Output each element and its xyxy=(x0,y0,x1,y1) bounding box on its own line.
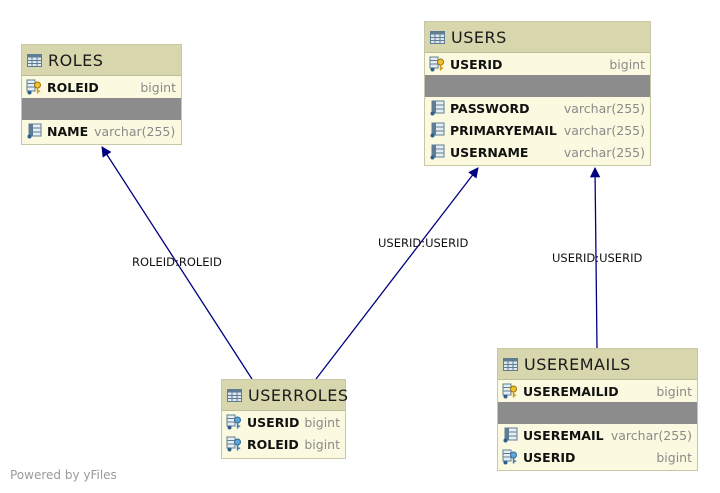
foreign-key-icon xyxy=(226,414,242,430)
column-type: bigint xyxy=(656,449,692,465)
primary-key-icon xyxy=(502,383,518,399)
column-name: USERID xyxy=(450,56,503,72)
table-icon xyxy=(430,30,445,44)
table-title: USEREMAILS xyxy=(524,354,631,374)
column-icon xyxy=(429,100,445,116)
column-name: USEREMAILID xyxy=(523,383,619,399)
column-icon xyxy=(429,144,445,160)
column-name: USERID xyxy=(247,414,300,430)
column-icon xyxy=(26,123,42,139)
column-name: USERID xyxy=(523,449,576,465)
column-row[interactable]: USEREMAILID bigint xyxy=(498,380,697,402)
column-name: NAME xyxy=(47,123,89,139)
foreign-key-icon xyxy=(502,449,518,465)
edge-useremails-users[interactable] xyxy=(589,166,601,349)
table-users[interactable]: USERS USERID bigint PASSWORD varchar(255… xyxy=(424,21,651,166)
column-name: ROLEID xyxy=(47,79,99,95)
edge-userroles-roles[interactable] xyxy=(101,146,253,380)
column-name: USERNAME xyxy=(450,144,529,160)
column-type: varchar(255) xyxy=(610,427,692,443)
table-title: ROLES xyxy=(48,50,104,70)
column-row[interactable]: USERID bigint xyxy=(222,411,345,433)
column-row[interactable]: USERID bigint xyxy=(425,53,650,75)
column-type: bigint xyxy=(140,79,176,95)
table-icon xyxy=(27,53,42,67)
column-type: varchar(255) xyxy=(563,100,645,116)
foreign-key-icon xyxy=(226,436,242,452)
table-header[interactable]: USERROLES xyxy=(222,380,349,411)
table-title: USERS xyxy=(451,27,507,47)
column-name: PRIMARYEMAIL xyxy=(450,122,557,138)
edge-label-userid-useremails: USERID:USERID xyxy=(552,251,642,265)
key-separator xyxy=(498,402,697,424)
table-useremails[interactable]: USEREMAILS USEREMAILID bigint USEREMAIL … xyxy=(497,348,698,471)
table-roles[interactable]: ROLES ROLEID bigint NAME varchar(255) xyxy=(21,44,182,145)
column-icon xyxy=(502,427,518,443)
primary-key-icon xyxy=(26,79,42,95)
column-type: bigint xyxy=(656,383,692,399)
column-type: varchar(255) xyxy=(563,122,645,138)
column-row[interactable]: USERID bigint xyxy=(498,446,697,468)
column-type: bigint xyxy=(609,56,645,72)
column-row[interactable]: USEREMAIL varchar(255) xyxy=(498,424,697,446)
column-row[interactable]: ROLEID bigint xyxy=(222,433,345,455)
column-type: varchar(255) xyxy=(94,123,176,139)
table-title: USERROLES xyxy=(248,385,349,405)
key-separator xyxy=(425,75,650,97)
table-icon xyxy=(227,388,242,402)
column-type: varchar(255) xyxy=(563,144,645,160)
table-header[interactable]: ROLES xyxy=(22,45,181,76)
column-row[interactable]: PASSWORD varchar(255) xyxy=(425,97,650,119)
table-header[interactable]: USERS xyxy=(425,22,650,53)
table-userroles[interactable]: USERROLES USERID bigint ROLEID bigint xyxy=(221,379,349,459)
primary-key-icon xyxy=(429,56,445,72)
column-type: bigint xyxy=(304,414,340,430)
column-row[interactable]: ROLEID bigint xyxy=(22,76,181,98)
column-row[interactable]: PRIMARYEMAIL varchar(255) xyxy=(425,119,650,141)
edge-userroles-users[interactable] xyxy=(315,167,479,380)
column-name: ROLEID xyxy=(247,436,299,452)
table-icon xyxy=(503,357,518,371)
key-separator xyxy=(22,98,181,120)
edge-label-userid-userroles: USERID:USERID xyxy=(378,236,468,250)
powered-by-footer: Powered by yFiles xyxy=(10,468,117,482)
edge-label-roleid: ROLEID:ROLEID xyxy=(132,255,222,269)
table-header[interactable]: USEREMAILS xyxy=(498,349,697,380)
column-name: PASSWORD xyxy=(450,100,530,116)
column-type: bigint xyxy=(304,436,340,452)
column-name: USEREMAIL xyxy=(523,427,604,443)
column-row[interactable]: NAME varchar(255) xyxy=(22,120,181,142)
column-row[interactable]: USERNAME varchar(255) xyxy=(425,141,650,163)
column-icon xyxy=(429,122,445,138)
